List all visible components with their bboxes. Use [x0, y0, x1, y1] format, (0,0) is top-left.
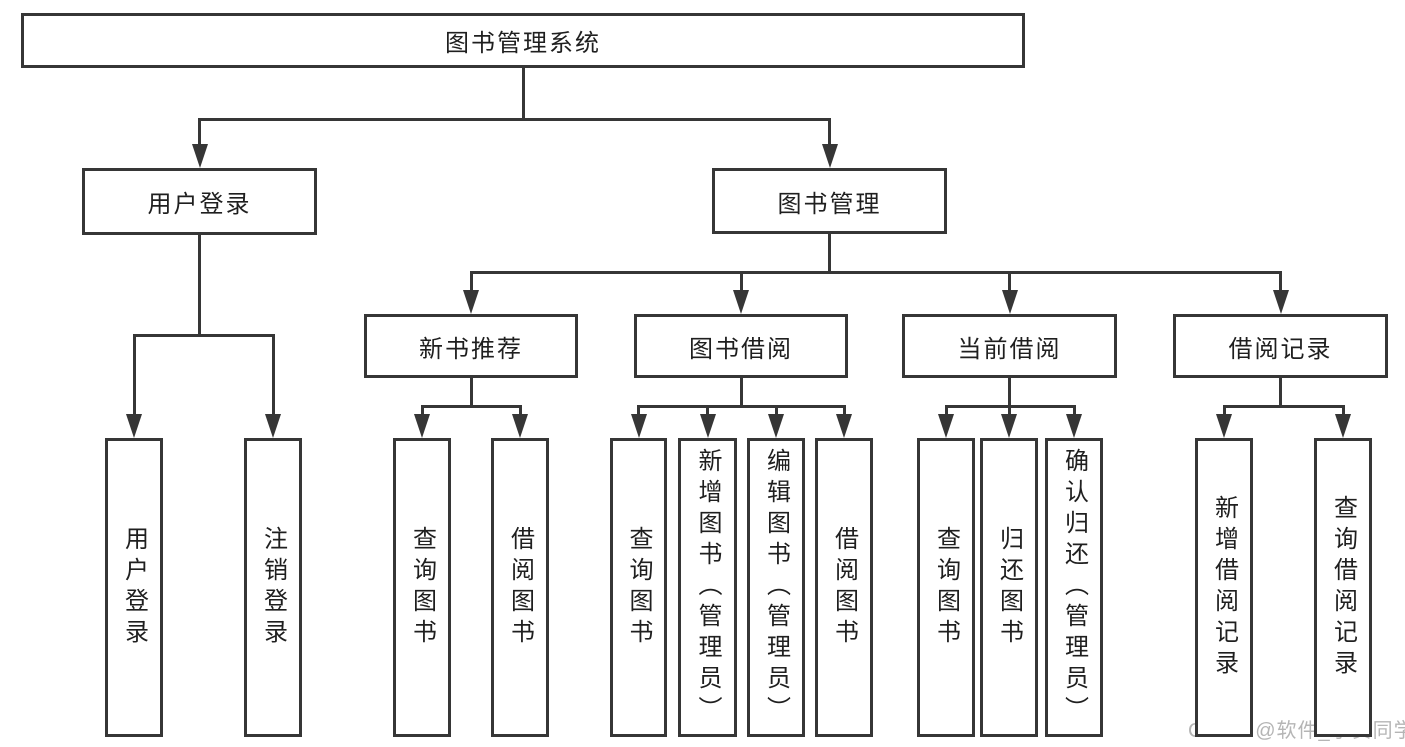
connector-bar-line	[198, 118, 831, 121]
connector-drop-line	[1341, 405, 1345, 414]
arrow-down-icon	[126, 414, 142, 438]
arrow-down-icon	[836, 414, 852, 438]
node-book-mgmt: 图书管理	[712, 168, 947, 234]
arrow-down-icon	[1216, 414, 1232, 438]
arrow-down-icon	[699, 414, 716, 438]
node-leaf-edit-book: 编辑图书（管理员）	[747, 438, 805, 737]
arrow-down-icon	[821, 144, 838, 168]
arrow-down-icon	[630, 414, 647, 438]
node-label: 查询图书	[408, 525, 436, 650]
node-leaf-borrow-book-2: 借阅图书	[815, 438, 873, 737]
connector-drop-line	[944, 405, 948, 414]
node-label: 查询借阅记录	[1329, 494, 1357, 681]
connector-drop-line	[1007, 405, 1011, 414]
node-label: 用户登录	[120, 525, 148, 650]
connector-stub-line	[1008, 378, 1011, 408]
node-leaf-user-login: 用户登录	[105, 438, 163, 737]
connector-bar-line	[420, 405, 522, 408]
node-label: 注销登录	[259, 525, 287, 650]
connector-drop-line	[1072, 405, 1076, 414]
arrow-down-icon	[733, 290, 749, 314]
connector-drop-line	[774, 405, 778, 414]
arrow-down-icon	[191, 144, 208, 168]
node-label: 确认归还（管理员）	[1060, 448, 1088, 727]
node-root: 图书管理系统	[21, 13, 1025, 68]
node-user-login: 用户登录	[82, 168, 317, 235]
connector-drop-line	[469, 271, 473, 290]
connector-drop-line	[1222, 405, 1226, 414]
arrow-down-icon	[938, 414, 954, 438]
arrow-down-icon	[1001, 414, 1017, 438]
connector-drop-line	[739, 271, 743, 290]
node-current-borrow: 当前借阅	[902, 314, 1117, 378]
connector-stub-line	[469, 378, 473, 408]
node-label: 借阅图书	[830, 525, 858, 650]
node-label: 用户登录	[147, 191, 252, 218]
connector-drop-line	[132, 334, 136, 414]
connector-drop-line	[1279, 271, 1282, 290]
node-label: 图书管理系统	[445, 30, 601, 57]
node-leaf-query-borrow-record: 查询借阅记录	[1314, 438, 1372, 737]
arrow-down-icon	[1272, 290, 1289, 314]
node-label: 当前借阅	[957, 335, 1062, 363]
connector-stub-line	[521, 68, 525, 121]
node-leaf-return-book: 归还图书	[980, 438, 1038, 737]
node-leaf-query-book-2: 查询图书	[610, 438, 667, 737]
connector-drop-line	[518, 405, 522, 414]
connector-drop-line	[271, 334, 275, 414]
node-label: 新增图书（管理员）	[694, 448, 721, 727]
node-leaf-confirm-return: 确认归还（管理员）	[1045, 438, 1103, 737]
node-book-borrow: 图书借阅	[634, 314, 848, 378]
connector-bar-line	[469, 271, 1282, 274]
arrow-down-icon	[768, 414, 784, 438]
node-label: 编辑图书（管理员）	[762, 448, 790, 727]
connector-drop-line	[637, 405, 640, 414]
node-label: 借阅图书	[506, 525, 534, 650]
node-label: 查询图书	[932, 525, 960, 650]
node-label: 查询图书	[625, 525, 652, 650]
node-leaf-add-borrow-record: 新增借阅记录	[1195, 438, 1253, 737]
node-label: 新增借阅记录	[1210, 494, 1238, 681]
arrow-down-icon	[512, 414, 528, 438]
connector-stub-line	[198, 235, 201, 337]
node-leaf-logout: 注销登录	[244, 438, 302, 737]
arrow-down-icon	[1066, 414, 1082, 438]
node-leaf-query-book-1: 查询图书	[393, 438, 451, 737]
node-leaf-borrow-book-1: 借阅图书	[491, 438, 549, 737]
arrow-down-icon	[414, 414, 430, 438]
connector-bar-line	[637, 405, 846, 408]
node-borrow-records: 借阅记录	[1173, 314, 1388, 378]
node-label: 新书推荐	[419, 335, 523, 363]
node-leaf-add-book: 新增图书（管理员）	[678, 438, 737, 737]
connector-bar-line	[1222, 405, 1345, 408]
node-label: 归还图书	[995, 525, 1023, 650]
connector-drop-line	[842, 405, 846, 414]
connector-drop-line	[706, 405, 709, 414]
node-new-book-rec: 新书推荐	[364, 314, 578, 378]
connector-drop-line	[828, 118, 831, 144]
connector-drop-line	[198, 118, 201, 144]
arrow-down-icon	[265, 414, 281, 438]
connector-bar-line	[132, 334, 275, 337]
arrow-down-icon	[1001, 290, 1018, 314]
node-label: 图书借阅	[689, 335, 793, 363]
node-leaf-query-book-3: 查询图书	[917, 438, 975, 737]
node-label: 图书管理	[777, 190, 882, 218]
arrow-down-icon	[1335, 414, 1351, 438]
connector-stub-line	[828, 234, 831, 274]
connector-stub-line	[739, 378, 743, 408]
connector-drop-line	[1008, 271, 1011, 290]
connector-drop-line	[420, 405, 424, 414]
arrow-down-icon	[463, 290, 479, 314]
node-label: 借阅记录	[1228, 335, 1333, 363]
connector-stub-line	[1279, 378, 1282, 408]
